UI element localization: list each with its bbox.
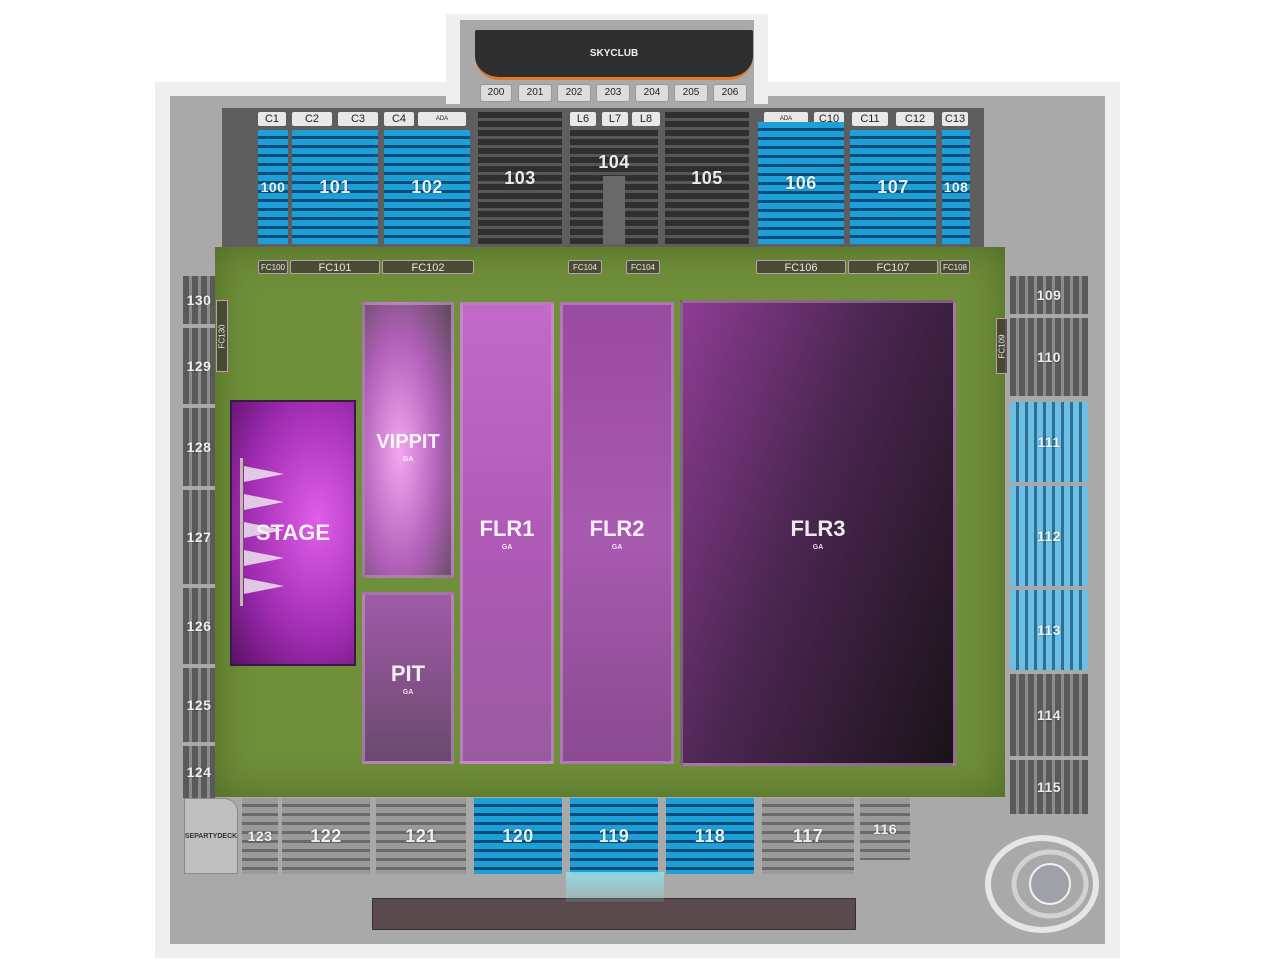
section-100[interactable]: 100 bbox=[258, 130, 288, 244]
club-label-c4: C4 bbox=[384, 112, 414, 126]
floor-vippit[interactable]: VIPPIT GA bbox=[362, 302, 454, 578]
field-club-fc107[interactable]: FC107 bbox=[848, 260, 938, 274]
vomitory-104 bbox=[603, 176, 625, 244]
field-club-fc109[interactable]: FC109 bbox=[996, 318, 1008, 374]
section-117[interactable]: 117 bbox=[762, 798, 854, 874]
section-124[interactable]: 124 bbox=[183, 746, 215, 798]
field-club-fc104-a[interactable]: FC104 bbox=[568, 260, 602, 274]
stage-lights-icon bbox=[238, 456, 288, 608]
field-club-fc102[interactable]: FC102 bbox=[382, 260, 474, 274]
section-113[interactable]: 113 bbox=[1010, 590, 1088, 670]
section-206[interactable]: 206 bbox=[713, 84, 747, 102]
section-118[interactable]: 118 bbox=[666, 798, 754, 874]
section-120[interactable]: 120 bbox=[474, 798, 562, 874]
party-deck[interactable]: SEPARTYDECK bbox=[184, 798, 238, 874]
section-205[interactable]: 205 bbox=[674, 84, 708, 102]
field-club-fc106[interactable]: FC106 bbox=[756, 260, 846, 274]
club-label-c12: C12 bbox=[896, 112, 934, 126]
section-101[interactable]: 101 bbox=[292, 130, 378, 244]
field-club-fc100[interactable]: FC100 bbox=[258, 260, 288, 274]
section-200[interactable]: 200 bbox=[480, 84, 512, 102]
section-130[interactable]: 130 bbox=[183, 276, 215, 324]
section-127[interactable]: 127 bbox=[183, 490, 215, 584]
skyclub-section[interactable]: SKYCLUB bbox=[475, 30, 753, 80]
section-203[interactable]: 203 bbox=[596, 84, 630, 102]
corner-ornament-icon bbox=[980, 826, 1104, 942]
section-125[interactable]: 125 bbox=[183, 668, 215, 742]
section-116[interactable]: 116 bbox=[860, 798, 910, 860]
club-label-c3: C3 bbox=[338, 112, 378, 126]
section-106[interactable]: 106 bbox=[758, 122, 844, 244]
section-119[interactable]: 119 bbox=[570, 798, 658, 874]
section-109[interactable]: 109 bbox=[1010, 276, 1088, 314]
section-102[interactable]: 102 bbox=[384, 130, 470, 244]
club-label-c13: C13 bbox=[942, 112, 968, 126]
section-122[interactable]: 122 bbox=[282, 798, 370, 874]
field-club-fc101[interactable]: FC101 bbox=[290, 260, 380, 274]
section-202[interactable]: 202 bbox=[557, 84, 591, 102]
section-123[interactable]: 123 bbox=[242, 798, 278, 874]
skyclub-label: SKYCLUB bbox=[589, 48, 639, 59]
field-club-fc108[interactable]: FC108 bbox=[940, 260, 970, 274]
section-115[interactable]: 115 bbox=[1010, 760, 1088, 814]
section-108[interactable]: 108 bbox=[942, 130, 970, 244]
club-label-l7: L7 bbox=[602, 112, 628, 126]
section-111[interactable]: 111 bbox=[1010, 402, 1088, 482]
section-105[interactable]: 105 bbox=[665, 112, 749, 244]
section-201[interactable]: 201 bbox=[518, 84, 552, 102]
field-club-fc104-b[interactable]: FC104 bbox=[626, 260, 660, 274]
club-label-c11: C11 bbox=[852, 112, 888, 126]
floor-flr2[interactable]: FLR2 GA bbox=[560, 302, 674, 764]
section-107[interactable]: 107 bbox=[850, 130, 936, 244]
section-103[interactable]: 103 bbox=[478, 112, 562, 244]
field-club-fc130[interactable]: FC130 bbox=[216, 300, 228, 372]
floor-flr1[interactable]: FLR1 GA bbox=[460, 302, 554, 764]
club-label-ada: ADA bbox=[418, 112, 466, 126]
floor-pit[interactable]: PIT GA bbox=[362, 592, 454, 764]
section-128[interactable]: 128 bbox=[183, 408, 215, 486]
section-129[interactable]: 129 bbox=[183, 328, 215, 404]
section-112[interactable]: 112 bbox=[1010, 486, 1088, 586]
section-204[interactable]: 204 bbox=[635, 84, 669, 102]
section-121[interactable]: 121 bbox=[376, 798, 466, 874]
entrance-light bbox=[566, 872, 664, 902]
section-110[interactable]: 110 bbox=[1010, 318, 1088, 396]
club-label-c1: C1 bbox=[258, 112, 286, 126]
floor-flr3[interactable]: FLR3 GA bbox=[680, 300, 956, 766]
south-entrance bbox=[372, 898, 856, 930]
section-126[interactable]: 126 bbox=[183, 588, 215, 664]
club-label-c2: C2 bbox=[292, 112, 332, 126]
section-114[interactable]: 114 bbox=[1010, 674, 1088, 756]
club-label-l8: L8 bbox=[632, 112, 660, 126]
club-label-l6: L6 bbox=[570, 112, 596, 126]
